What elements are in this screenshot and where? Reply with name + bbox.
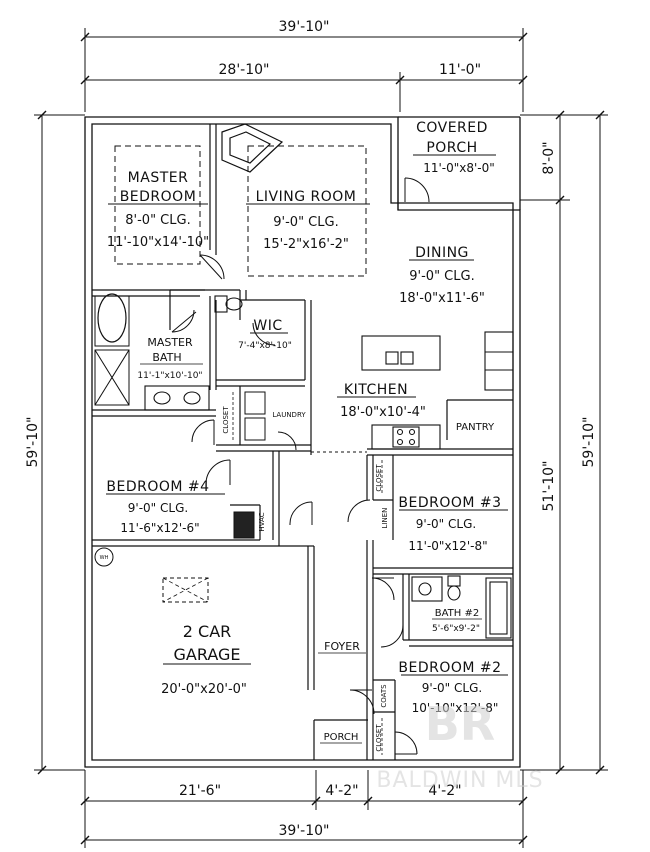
- linen-label: LINEN: [381, 508, 389, 529]
- kitchen-counter: [371, 424, 441, 450]
- dim-top-total: 39'-10": [279, 19, 330, 35]
- toilet-icon: [214, 295, 243, 313]
- kitchen-size: 18'-0"x10'-4": [340, 405, 426, 420]
- fireplace-icon: [221, 123, 284, 173]
- dining-size: 18'-0"x11'-6": [399, 291, 485, 306]
- dim-right-porch: 8'-0": [541, 141, 557, 174]
- attic-access-x2: [162, 577, 209, 603]
- bath2-size: 5'-6"x9'-2": [432, 624, 480, 634]
- master-tray-ceiling: [114, 145, 201, 265]
- kitchen-label: KITCHEN: [344, 382, 408, 398]
- pantry-label: PANTRY: [456, 422, 495, 433]
- bedroom2-clg: 9'-0" CLG.: [422, 681, 482, 695]
- bedroom3-clg: 9'-0" CLG.: [416, 517, 476, 531]
- garage-label-2: GARAGE: [174, 645, 241, 664]
- bathtub-icon: [97, 293, 127, 343]
- master-bedroom-label-2: BEDROOM: [120, 189, 197, 205]
- baldwin-mls-logo: BR BALDWIN MLS: [376, 697, 543, 793]
- dim-bottom-left: 21'-6": [179, 783, 221, 799]
- dim-top-right: 11'-0": [439, 62, 481, 78]
- washer-dryer-icon: [244, 391, 266, 441]
- closet-rods: [232, 392, 383, 755]
- bedroom4-clg: 9'-0" CLG.: [128, 501, 188, 515]
- bath2-label: BATH #2: [435, 608, 479, 619]
- living-room-clg: 9'-0" CLG.: [273, 215, 338, 230]
- shower-icon: [94, 349, 130, 406]
- dim-right-main: 51'-10": [541, 461, 557, 512]
- svg-text:BR: BR: [425, 697, 495, 751]
- bath2-fixtures: [411, 575, 512, 639]
- dim-bottom-total: 39'-10": [279, 823, 330, 839]
- master-bath-size: 11'-1"x10'-10": [137, 371, 202, 381]
- dimension-lines: [34, 28, 608, 848]
- garage-label-1: 2 CAR: [183, 622, 232, 641]
- covered-porch-size: 11'-0"x8'-0": [423, 161, 495, 175]
- attic-access: [162, 577, 209, 603]
- vanity-icon: [144, 385, 210, 411]
- hvac-unit-icon: [233, 511, 255, 539]
- dim-bottom-right: 4'-2": [428, 783, 461, 799]
- water-heater-icon: [94, 547, 114, 567]
- coats-label: COATS: [380, 684, 388, 708]
- bedroom4-label: BEDROOM #4: [106, 479, 209, 495]
- dim-left: 59'-10": [25, 417, 41, 468]
- dim-top-left: 28'-10": [219, 62, 270, 78]
- closet-a-label: CLOSET: [222, 406, 230, 434]
- bedroom3-size: 11'-0"x12'-8": [408, 539, 487, 553]
- master-bath-label-2: BATH: [152, 351, 181, 364]
- hvac-label: HVAC: [258, 512, 266, 531]
- dim-bottom-mid: 4'-2": [325, 783, 358, 799]
- bedroom2-size: 10'-10"x12'-8": [412, 701, 499, 715]
- master-bedroom-size: 11'-10"x14'-10": [107, 235, 209, 250]
- bedroom3-label: BEDROOM #3: [398, 495, 501, 511]
- refrigerator-icon: [484, 331, 514, 391]
- closet-c-label: CLOSET: [375, 724, 383, 752]
- watermark-text: BALDWIN MLS: [376, 768, 543, 793]
- bedroom4-size: 11'-6"x12'-6": [120, 521, 199, 535]
- living-tray-ceiling: [247, 145, 367, 277]
- master-bedroom-clg: 8'-0" CLG.: [125, 213, 190, 228]
- porch-label: PORCH: [324, 732, 359, 743]
- exterior-walls: [84, 116, 521, 768]
- wic-label: WIC: [253, 318, 282, 334]
- dimension-ticks: [37, 32, 605, 845]
- dim-right-total: 59'-10": [581, 417, 597, 468]
- closet-b-label: CLOSET: [375, 464, 383, 492]
- master-bedroom-label-1: MASTER: [128, 170, 189, 186]
- covered-porch-label-2: PORCH: [426, 140, 477, 156]
- foyer-label: FOYER: [324, 640, 360, 653]
- laundry-label: LAUNDRY: [272, 411, 306, 419]
- doors: [171, 177, 430, 755]
- master-bath-label-1: MASTER: [147, 336, 193, 349]
- tub-surround: [94, 295, 130, 347]
- wh-label: WH: [100, 555, 109, 561]
- living-room-size: 15'-2"x16'-2": [263, 237, 349, 252]
- living-room-label: LIVING ROOM: [256, 189, 357, 205]
- kitchen-island: [361, 335, 441, 371]
- covered-porch-label-1: COVERED: [416, 120, 488, 136]
- dining-clg: 9'-0" CLG.: [409, 269, 474, 284]
- dining-label: DINING: [415, 245, 469, 261]
- wic-size: 7'-4"x8'-10": [238, 341, 292, 351]
- bedroom2-label: BEDROOM #2: [398, 660, 501, 676]
- garage-size: 20'-0"x20'-0": [161, 682, 247, 697]
- attic-access-x1: [162, 577, 209, 603]
